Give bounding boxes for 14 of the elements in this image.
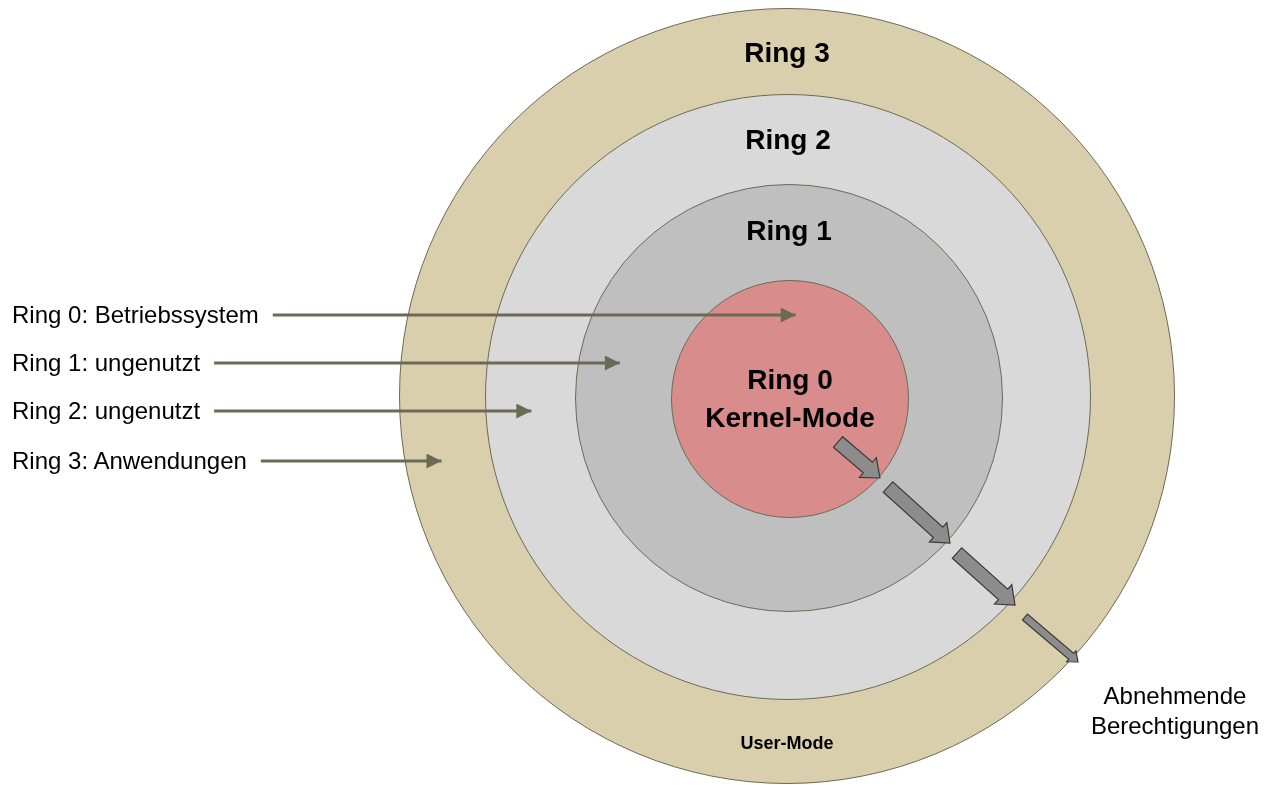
arrow: [214, 355, 620, 371]
arrow: [214, 403, 532, 419]
ring-description: Ring 3: Anwendungen: [12, 447, 247, 475]
ring-label: Ring 0 Kernel-Mode: [704, 363, 876, 435]
ring-label: Ring 3: [744, 37, 830, 69]
arrow: [260, 453, 442, 469]
ring-label: Ring 2: [745, 124, 831, 156]
ring-label: Ring 1: [746, 215, 832, 247]
ring-description: Ring 1: ungenutzt: [12, 349, 201, 377]
ring-description: Ring 0: Betriebssystem: [12, 301, 259, 329]
annotation-label: Abnehmende Berechtigungen: [1089, 681, 1261, 741]
ring-description: Ring 2: ungenutzt: [12, 397, 201, 425]
arrow: [272, 307, 796, 323]
ring-label: User-Mode: [740, 733, 834, 754]
